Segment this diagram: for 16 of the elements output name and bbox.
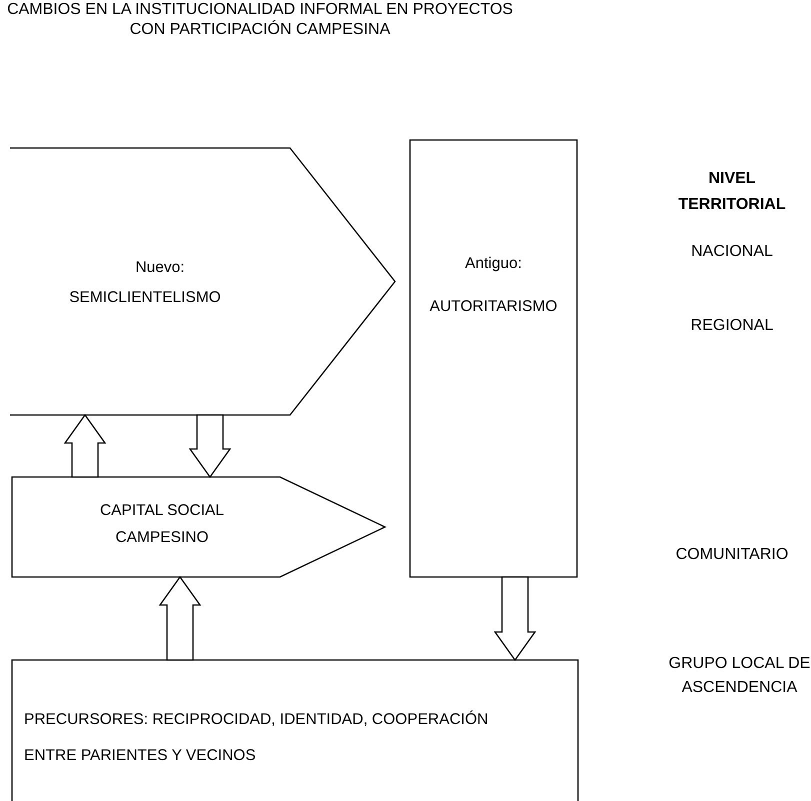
block-arrow <box>494 576 536 662</box>
column-heading: NIVEL TERRITORIAL <box>677 169 787 215</box>
level-label: COMUNITARIO <box>674 545 790 565</box>
block-arrow <box>188 414 232 478</box>
node-heading: Nuevo: <box>134 258 186 278</box>
level-label: REGIONAL <box>690 316 774 336</box>
node-text: CAPITAL SOCIAL CAMPESINO <box>98 501 226 548</box>
level-label: GRUPO LOCAL DE ASCENDENCIA <box>668 654 811 698</box>
diagram-title: CAMBIOS EN LA INSTITUCIONALIDAD INFORMAL EN PROYECTOS CON PARTICIPACIÓN CAMPESINA <box>6 0 514 40</box>
node-text: SEMICLIENTELISMO <box>68 288 222 308</box>
node-text: AUTORITARISMO <box>428 297 558 317</box>
block-arrow <box>158 576 202 661</box>
node-text: PRECURSORES: RECIPROCIDAD, IDENTIDAD, COOPERACIÓN ENTRE PARIENTES Y VECINOS <box>24 710 490 766</box>
level-label: NACIONAL <box>690 242 774 262</box>
node-heading: Antiguo: <box>464 254 523 274</box>
block-arrow <box>64 414 106 478</box>
